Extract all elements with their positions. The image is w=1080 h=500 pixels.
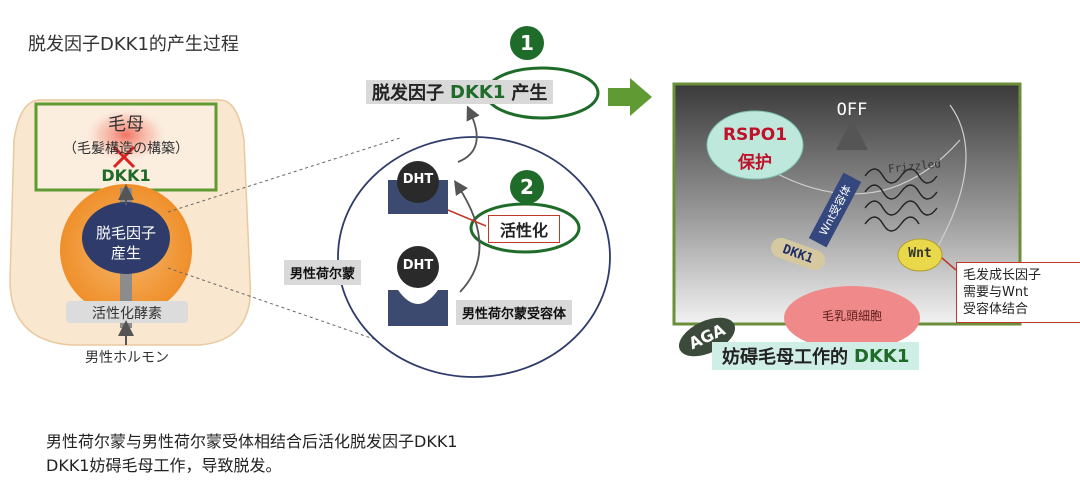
mother-title: 毛母 <box>108 114 144 135</box>
middle-circle <box>337 136 611 378</box>
activate-ellipse <box>469 202 581 254</box>
male-hormone-label: 男性荷尔蒙 <box>284 260 362 285</box>
wnt-bubble <box>897 238 943 272</box>
cell-label-line1: 脱毛因子 <box>95 224 156 242</box>
badge-2: 2 <box>510 170 544 204</box>
summary-line2: DKK1妨碍毛母工作，导致脱发。 <box>46 456 282 475</box>
rspo1-line2: 保护 <box>738 153 772 173</box>
receptor-label: 男性荷尔蒙受容体 <box>456 300 573 325</box>
papilla <box>784 286 920 350</box>
hormone-label: 男性ホルモン <box>85 350 169 366</box>
cell-nucleus <box>82 202 170 274</box>
banner-pre: 妨碍毛母工作的 <box>722 347 848 368</box>
summary-line1: 男性荷尔蒙与男性荷尔蒙受体相结合后活化脱发因子DKK1 <box>46 432 458 451</box>
wnt-callout: 毛发成长因子 需要与Wnt 受容体结合 <box>956 262 1080 323</box>
off-label: OFF <box>836 100 868 120</box>
header-post: 产生 <box>511 83 548 104</box>
right-banner: 妨碍毛母工作的 DKK1 <box>712 342 920 370</box>
rspo1-bubble <box>706 110 804 180</box>
badge-1: 1 <box>510 26 544 60</box>
dht-top: DHT <box>402 172 434 187</box>
rspo1-line1: RSPO1 <box>722 125 788 145</box>
wnt-label: Wnt <box>908 246 932 261</box>
banner-dkk1: DKK1 <box>854 345 910 367</box>
header-pre: 脱发因子 <box>372 83 444 104</box>
cell-label-line2: 産生 <box>110 244 141 262</box>
big-green-arrow <box>608 78 652 116</box>
callout-line3: 受容体结合 <box>963 302 1029 317</box>
header-dkk1: DKK1 <box>450 81 506 103</box>
enzyme-label: 活性化酵素 <box>92 306 162 322</box>
dht-bottom: DHT <box>402 258 434 273</box>
activate-label: 活性化 <box>488 215 560 243</box>
middle-header: 脱发因子 DKK1 产生 <box>366 80 554 104</box>
callout-line1: 毛发成长因子 <box>963 268 1042 283</box>
papilla-label: 毛乳頭細胞 <box>821 309 882 323</box>
left-dkk1-label: DKK1 <box>101 166 151 185</box>
callout-line2: 需要与Wnt <box>963 285 1029 300</box>
mother-sub: （毛髪構造の構築） <box>63 141 189 157</box>
page-title: 脱发因子DKK1的产生过程 <box>28 34 239 55</box>
